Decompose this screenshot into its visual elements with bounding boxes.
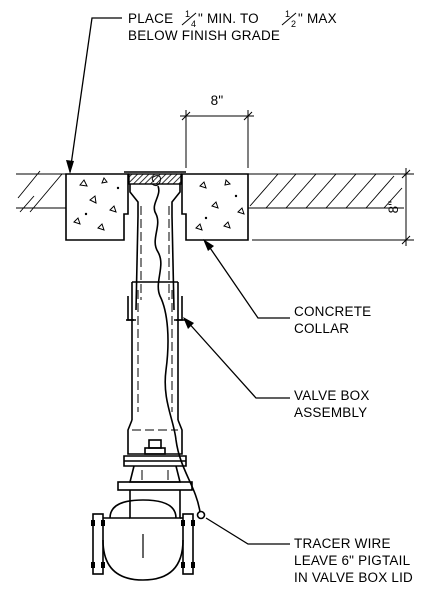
note-grade-line2: BELOW FINISH GRADE <box>128 28 280 43</box>
note-grade-frac2-num: 1 <box>285 9 290 19</box>
valve-box-top-section <box>126 184 186 321</box>
svg-text:PLACE: PLACE <box>128 11 173 26</box>
note-valve-box: VALVE BOX ASSEMBLY <box>294 388 370 420</box>
note-grade-prefix: PLACE <box>128 11 173 26</box>
dimension-collar-depth <box>252 168 414 246</box>
note-grade-frac2-den: 2 <box>291 19 296 29</box>
note-grade-frac1-num: 1 <box>185 9 190 19</box>
dimension-collar-width <box>180 110 254 168</box>
note-grade-mid: " MIN. TO <box>198 11 259 26</box>
note-grade-frac1-den: 4 <box>191 19 196 29</box>
valve-box-extension <box>127 281 183 455</box>
leader-grade <box>66 17 122 174</box>
leader-tracer-wire <box>205 517 290 545</box>
collar-width-label: 8" <box>211 93 224 108</box>
note-tracer-wire: TRACER WIRE LEAVE 6" PIGTAIL IN VALVE BO… <box>294 536 413 585</box>
note-collar-line1: CONCRETE <box>294 304 371 319</box>
concrete-aggregate <box>73 176 245 231</box>
valve-box-lid <box>124 171 186 185</box>
note-tracer-line3: IN VALVE BOX LID <box>294 570 413 585</box>
note-tracer-line1: TRACER WIRE <box>294 536 391 551</box>
leader-collar <box>203 239 290 319</box>
note-valve-box-line1: VALVE BOX <box>294 388 370 403</box>
note-collar-line2: COLLAR <box>294 321 349 336</box>
tracer-wire <box>151 175 206 520</box>
gate-valve <box>91 439 195 581</box>
concrete-collar <box>65 173 249 241</box>
note-grade: PLACE 1 4 " MIN. TO 1 2 " MAX BELOW FINI… <box>128 9 337 43</box>
collar-depth-label: 8" <box>386 201 401 214</box>
note-tracer-line2: LEAVE 6" PIGTAIL <box>294 553 411 568</box>
leader-valve-box <box>183 317 290 399</box>
note-valve-box-line2: ASSEMBLY <box>294 405 367 420</box>
note-collar: CONCRETE COLLAR <box>294 304 371 336</box>
note-grade-suffix: " MAX <box>298 11 337 26</box>
